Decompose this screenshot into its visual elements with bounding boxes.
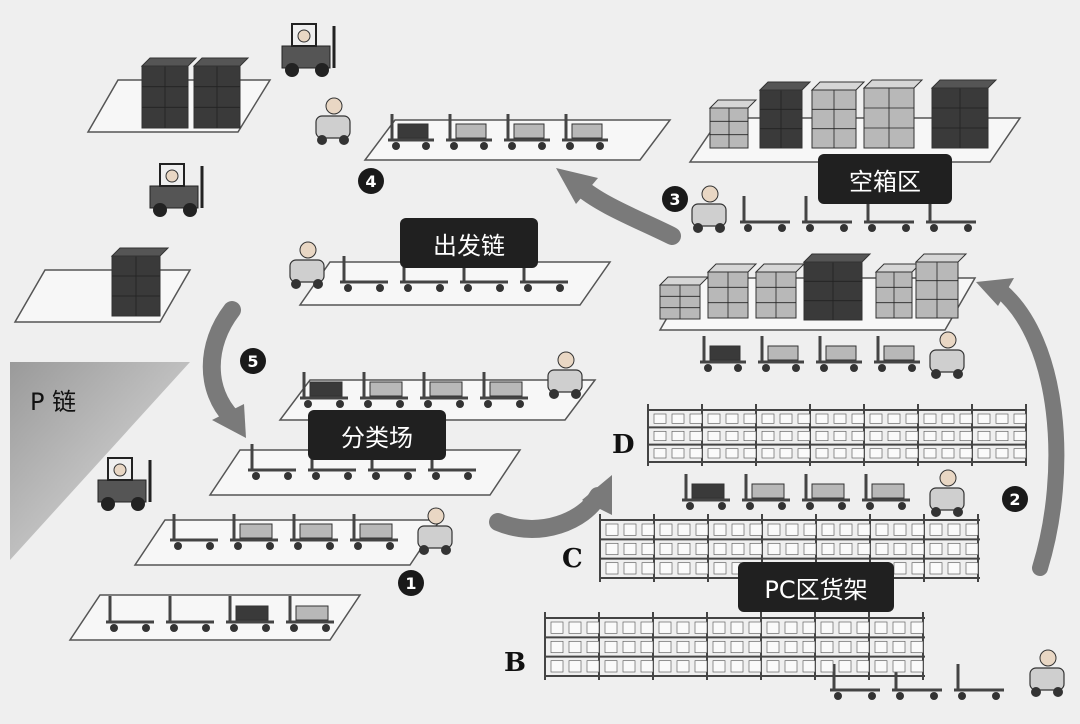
rack-D <box>647 404 1027 466</box>
stack-empty-4 <box>862 79 924 149</box>
stack-stock-2 <box>706 263 758 319</box>
arrow-2 <box>992 282 1065 576</box>
forklift-bottom-left <box>97 457 152 511</box>
train-empty <box>740 196 976 232</box>
step-3-badge: 3 <box>662 186 688 212</box>
tug-4 <box>315 97 351 145</box>
box-stacks <box>110 57 998 321</box>
pc-rack-label: PC区货架 <box>738 562 894 612</box>
train-sort-upper <box>300 372 528 408</box>
stack-empty-3 <box>810 81 866 149</box>
empty-box-area-label: 空箱区 <box>818 154 952 204</box>
cart-trains <box>106 114 1004 700</box>
tug-rack <box>929 469 965 517</box>
stack-top-left-1 <box>140 57 198 129</box>
stack-stock-3 <box>754 263 806 319</box>
step-4-badge: 4 <box>358 168 384 194</box>
arrow-1-to-D <box>489 487 607 538</box>
arrow-2-head <box>976 278 1014 306</box>
stack-left-mid <box>110 247 170 317</box>
storage-racks <box>544 404 1027 680</box>
tug-sort <box>547 351 583 399</box>
stack-empty-2 <box>758 81 812 149</box>
train-departure <box>340 256 568 292</box>
rack-row-D-label: D <box>612 430 635 460</box>
platform-1 <box>133 519 442 566</box>
vehicles <box>97 23 1065 697</box>
train-1 <box>170 514 398 550</box>
stack-stock-1 <box>658 276 710 320</box>
forklift-top <box>281 23 336 77</box>
rack-B <box>544 612 925 680</box>
train-rack <box>682 474 910 510</box>
sorting-yard-label: 分类场 <box>308 410 446 460</box>
rack-row-B-label: B <box>504 648 526 678</box>
stack-empty-1 <box>708 99 758 149</box>
forklift-left <box>149 163 204 217</box>
step-5-badge: 5 <box>240 348 266 374</box>
train-bottom-left <box>106 596 334 632</box>
arrow-1-to-D-head <box>582 475 612 515</box>
tug-3 <box>691 185 727 233</box>
arrow-3-to-4-head <box>556 168 598 204</box>
arrow-5-head <box>212 404 246 438</box>
arrow-5 <box>202 301 241 427</box>
stack-stock-4 <box>802 253 872 321</box>
p-chain-label: P 链 <box>30 388 77 416</box>
rack-C <box>599 514 980 582</box>
rack-row-C-label: C <box>562 544 583 574</box>
tug-stock <box>929 331 965 379</box>
stack-empty-5 <box>930 79 998 149</box>
p-chain-zone <box>10 362 190 560</box>
tug-departure <box>289 241 325 289</box>
train-4 <box>388 114 608 150</box>
train-stock <box>700 336 920 372</box>
stack-top-left-2 <box>192 57 250 129</box>
tug-1 <box>417 507 453 555</box>
arrow-3-to-4 <box>569 176 681 245</box>
stack-stock-5 <box>874 263 922 319</box>
step-2-badge: 2 <box>1002 486 1028 512</box>
platform-left-mid <box>13 269 192 323</box>
departure-chain-label: 出发链 <box>400 218 538 268</box>
stack-stock-6 <box>914 253 968 319</box>
tug-bottom-right <box>1029 649 1065 697</box>
train-bottom-right <box>830 664 1004 700</box>
step-1-badge: 1 <box>398 570 424 596</box>
